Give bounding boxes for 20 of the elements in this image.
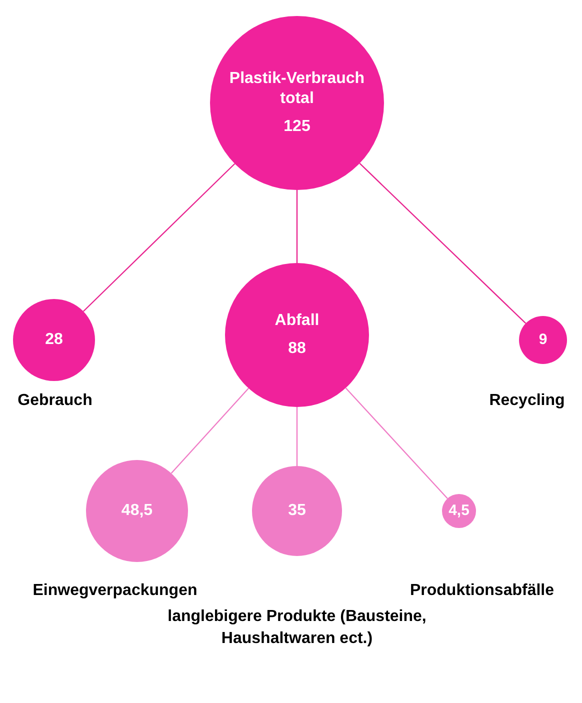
connector-line (345, 388, 448, 499)
circle-value: 35 (288, 501, 306, 521)
circle-caption: Einwegverpackungen (32, 581, 198, 601)
circle-caption: Recycling (488, 391, 566, 411)
circle-caption: Produktionsabfälle (408, 581, 556, 601)
circle-value: 9 (538, 330, 548, 350)
connector-line (170, 388, 250, 474)
circle-value: 28 (45, 330, 63, 350)
circle-caption: Gebrauch (16, 391, 94, 411)
circle-value: 88 (288, 339, 306, 359)
circle-caption: langlebigere Produkte (Bausteine, Haushaltwaren ect.) (166, 607, 428, 649)
circle-heading: Plastik-Verbrauch total (228, 69, 366, 109)
connector-line (82, 163, 236, 312)
circle-value: 48,5 (121, 501, 153, 521)
connector-line (359, 162, 526, 324)
connector-line (296, 190, 298, 263)
connector-line (296, 407, 298, 466)
circle-value: 4,5 (448, 502, 470, 520)
circle-value: 125 (284, 117, 310, 137)
circle-heading: Abfall (274, 311, 320, 331)
